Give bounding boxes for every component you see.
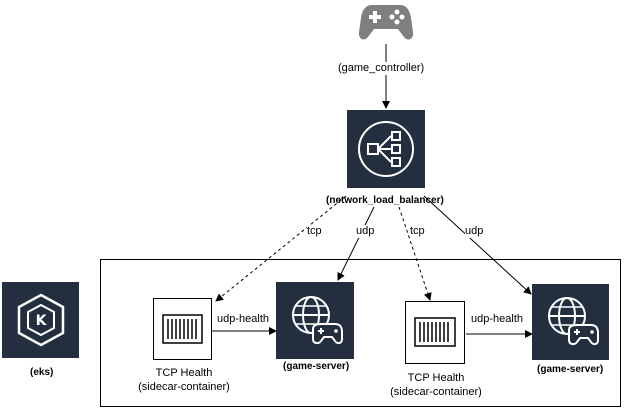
globe-gamepad-icon (547, 297, 599, 346)
cluster-boundary (100, 259, 621, 407)
game-server-2-node (532, 284, 609, 360)
svg-text:K: K (35, 313, 47, 329)
edge-label-udp-2: udp (465, 225, 484, 238)
sidecar-2-line2: (sidecar-container) (390, 386, 482, 398)
network-load-balancer-node (347, 110, 425, 188)
sidecar-1-line2: (sidecar-container) (138, 381, 230, 393)
eks-node: K (2, 282, 79, 358)
sidecar-1-line1: TCP Health (155, 367, 213, 379)
edge-udp-2 (423, 195, 532, 295)
eks-label: (eks) (30, 367, 54, 378)
edge-tcp-2 (398, 206, 432, 301)
edge-label-tcp-1: tcp (307, 225, 322, 238)
game-server-1-node (276, 282, 354, 359)
edge-tcp-1 (215, 195, 347, 302)
sidecar-container-2-label: TCP Health (sidecar-container) (384, 371, 488, 399)
network-load-balancer-label: (network_load_balancer) (326, 195, 444, 206)
sidecar-container-1-label: TCP Health (sidecar-container) (132, 366, 236, 394)
gamepad-icon (358, 5, 414, 40)
game-server-1-label: (game-server) (283, 361, 350, 372)
edge-udp-1 (337, 206, 375, 281)
kubernetes-icon: K (17, 293, 64, 347)
edge-label-health-2: udp-health (471, 313, 523, 326)
edge-label-udp-1: udp (356, 225, 375, 238)
edge-label-health-1: udp-health (217, 313, 269, 326)
sidecar-2-line1: TCP Health (407, 372, 465, 384)
game-server-2-label: (game-server) (537, 364, 604, 375)
game-controller-label: (game_controller) (338, 62, 425, 75)
edge-label-tcp-2: tcp (410, 225, 425, 238)
game-controller-node (358, 2, 414, 42)
sidecar-container-2 (405, 301, 465, 364)
load-balancer-icon (358, 121, 414, 177)
sidecar-container-1 (153, 298, 212, 360)
container-icon (162, 314, 203, 344)
container-icon (414, 317, 456, 347)
globe-gamepad-icon (292, 295, 343, 344)
